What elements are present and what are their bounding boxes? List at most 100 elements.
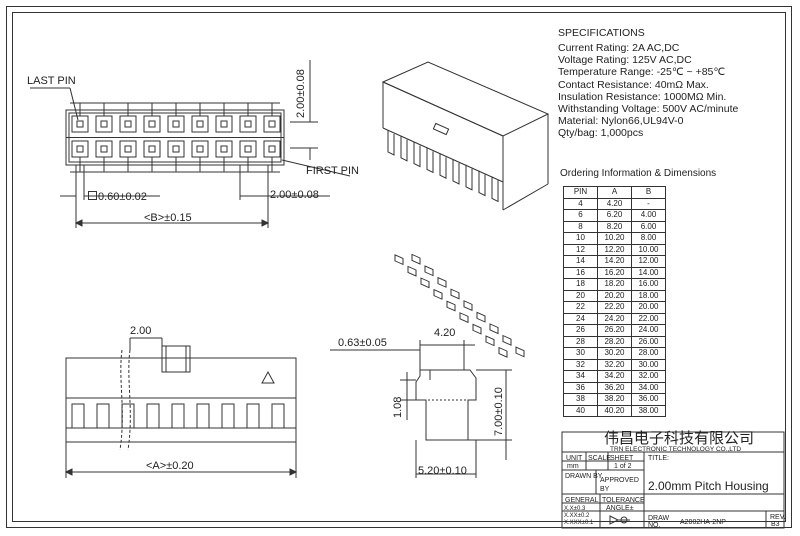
rev-value: B3 — [771, 521, 780, 528]
pin-cavity — [143, 115, 161, 133]
iso-hole — [437, 276, 447, 288]
spec-line: Withstanding Voltage: 500V AC/minute — [558, 103, 739, 115]
table-cell: 22 — [563, 301, 598, 314]
table-cell: 30 — [563, 347, 598, 360]
scale-label: SCALE — [588, 455, 611, 462]
iso-hole — [489, 323, 499, 335]
table-cell: 6.00 — [631, 220, 666, 233]
iso-tooth — [387, 130, 395, 156]
table-cell: 12.20 — [597, 243, 632, 256]
spec-line: Material: Nylon66,UL94V-0 — [558, 115, 684, 128]
iso-hole — [485, 335, 495, 347]
pin-square — [172, 120, 180, 128]
table-cell: 38.20 — [597, 393, 632, 406]
iso-hole — [424, 265, 434, 277]
front-slot — [246, 403, 260, 429]
table-cell: 8 — [563, 220, 598, 233]
iso-tooth — [478, 170, 486, 197]
table-header-cell: A — [597, 186, 632, 199]
approved-by-label: APPROVED BY — [600, 477, 639, 493]
iso-hole — [407, 265, 417, 277]
pin-cavity — [95, 140, 113, 158]
unit-value: mm — [567, 463, 579, 470]
front-slot — [146, 403, 160, 429]
spec-line: Qty/bag: 1,000pcs — [558, 127, 644, 140]
pin-square — [196, 145, 204, 153]
iso-hole — [472, 323, 482, 335]
iso-hole — [463, 300, 473, 312]
pin-cavity — [71, 140, 89, 158]
table-cell: 14.20 — [597, 255, 632, 268]
pin-cavity — [119, 140, 137, 158]
rev-label: REV. — [770, 514, 786, 521]
tolerance-1: X.X±0.3 — [564, 506, 586, 512]
draw-no-label: DRAW NO. — [648, 515, 670, 529]
table-cell: 4.20 — [597, 197, 632, 210]
top-view-pins — [71, 103, 281, 172]
spec-line: Voltage Rating: 125V AC,DC — [558, 54, 692, 67]
table-cell: 12.00 — [631, 255, 666, 268]
dim-108: 1.08 — [392, 396, 404, 418]
pin-cavity — [191, 115, 209, 133]
angle-label: ANGLE± — [606, 505, 634, 512]
front-view-housing — [65, 345, 297, 451]
table-cell: 28.00 — [631, 347, 666, 360]
table-cell: 28.20 — [597, 335, 632, 348]
drawing-border-inner — [12, 12, 786, 522]
table-cell: 22.00 — [631, 312, 666, 325]
front-slot — [271, 403, 285, 429]
table-cell: - — [631, 197, 666, 210]
tolerance-label: TOLERANCE — [602, 497, 645, 504]
table-cell: 4.00 — [631, 209, 666, 222]
pin-cavity — [215, 140, 233, 158]
iso-hole — [450, 288, 460, 300]
spec-line: Contact Resistance: 40mΩ Max. — [558, 78, 709, 91]
table-cell: 24.00 — [631, 324, 666, 337]
end-view-housing — [415, 369, 477, 441]
table-cell: 18.20 — [597, 278, 632, 291]
height-dimension: 2.00±0.08 — [295, 69, 307, 118]
pin-cavity — [95, 115, 113, 133]
table-cell: 30.00 — [631, 358, 666, 371]
table-cell: 8.00 — [631, 232, 666, 245]
iso-hole — [411, 253, 421, 265]
pin-cavity — [119, 115, 137, 133]
pin-square — [148, 120, 156, 128]
front-slot — [71, 403, 85, 429]
iso-hole — [420, 277, 430, 289]
table-cell: 18.00 — [631, 289, 666, 302]
iso-hole — [515, 346, 525, 358]
dim-520: 5.20±0.10 — [418, 465, 467, 477]
unit-label: UNIT — [566, 455, 583, 462]
iso-tooth — [491, 176, 499, 203]
tolerance-3: X.XXX±0.1 — [564, 520, 594, 526]
table-cell: 36.20 — [597, 381, 632, 394]
pin-square — [76, 145, 84, 153]
table-cell: 14.00 — [631, 266, 666, 279]
pin-cavity — [167, 140, 185, 158]
table-cell: 6 — [563, 209, 598, 222]
iso-hole — [446, 300, 456, 312]
front-slot — [221, 403, 235, 429]
top-view-housing — [65, 102, 285, 173]
pin-square — [244, 145, 252, 153]
table-cell: 30.20 — [597, 347, 632, 360]
pin-square — [268, 145, 276, 153]
table-cell: 36 — [563, 381, 598, 394]
title-block-grid — [561, 431, 785, 529]
table-cell: 38.00 — [631, 404, 666, 417]
pin-square — [196, 120, 204, 128]
table-cell: 28 — [563, 335, 598, 348]
table-cell: 40 — [563, 404, 598, 417]
